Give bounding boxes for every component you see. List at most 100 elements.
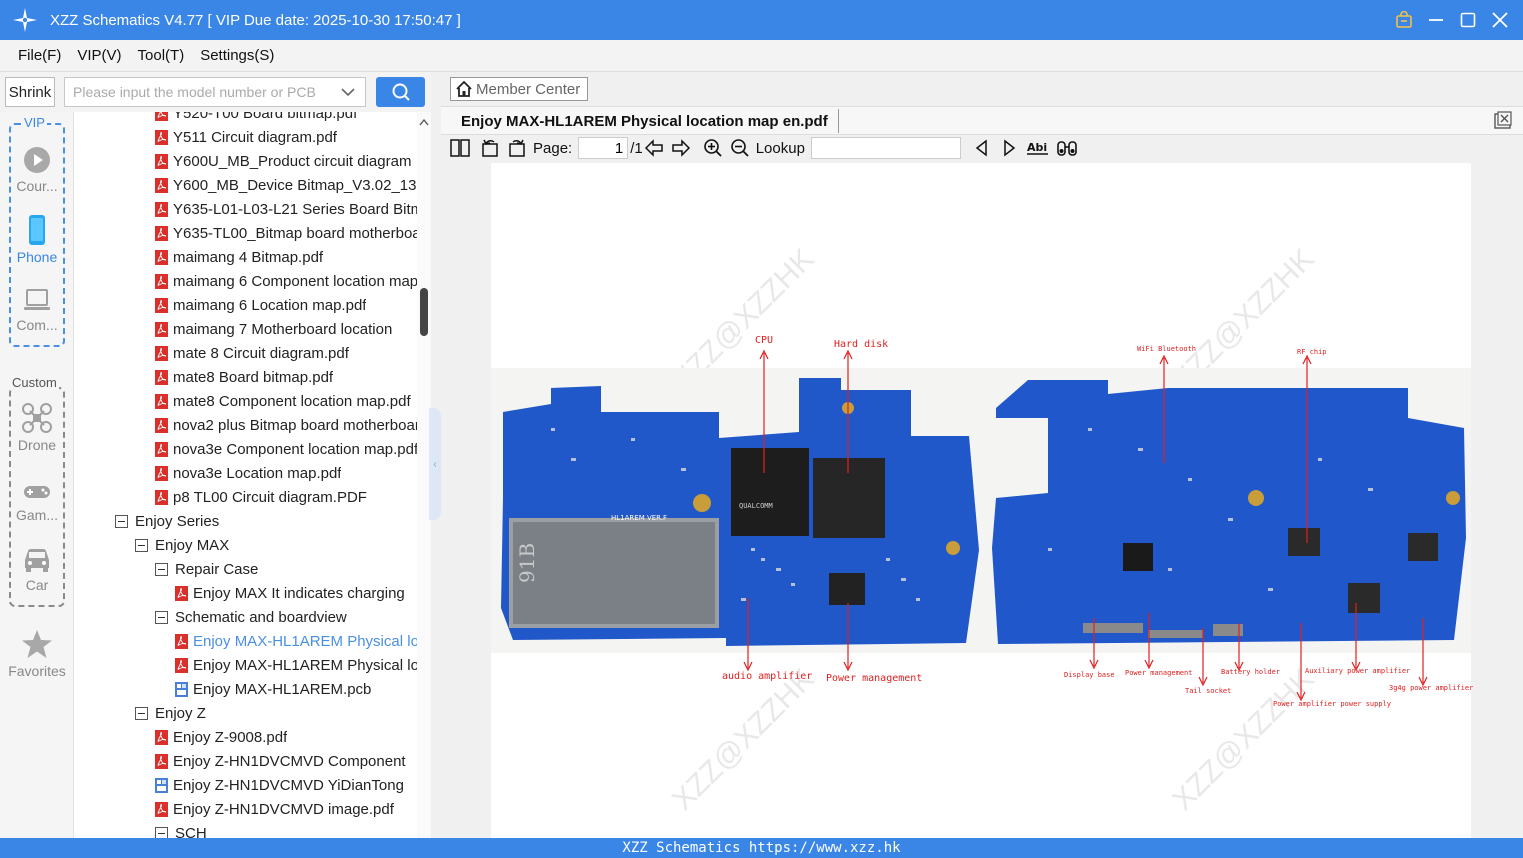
collapse-toggle-icon[interactable] (135, 706, 148, 720)
pdf-viewer[interactable]: XZZ@XZZHK XZZ@XZZHK XZZ@XZZHK XZZ@XZZHK … (441, 161, 1523, 838)
tree-item-label: Y511 Circuit diagram.pdf (173, 128, 337, 146)
category-car[interactable]: Car (0, 544, 74, 593)
category-favorites[interactable]: Favorites (0, 628, 74, 679)
window-title: XZZ Schematics V4.77 [ VIP Due date: 202… (50, 11, 461, 29)
tree-file[interactable]: Enjoy MAX-HL1AREM.pcb (175, 677, 417, 701)
scroll-thumb[interactable] (420, 288, 428, 336)
tree-file[interactable]: mate8 Component location map.pdf (155, 389, 417, 413)
callout-label: 3g4g power amplifier (1389, 684, 1474, 692)
drone-icon (22, 403, 52, 433)
menu-tool[interactable]: Tool(T) (137, 47, 185, 64)
tree-item-label: Enjoy MAX It indicates charging (193, 584, 405, 602)
rotate-left-icon[interactable] (479, 137, 501, 159)
page-label: Page: (533, 139, 573, 157)
rotate-right-icon[interactable] (506, 137, 528, 159)
tree-file[interactable]: Enjoy Z-HN1DVCMVD YiDianTong (155, 773, 417, 797)
prev-page-icon[interactable] (643, 137, 665, 159)
collapse-toggle-icon[interactable] (155, 610, 168, 624)
lookup-input[interactable] (810, 137, 961, 159)
two-page-view-icon[interactable] (449, 137, 471, 159)
binoculars-icon[interactable] (1056, 137, 1078, 159)
shrink-button[interactable]: Shrink (5, 77, 55, 107)
tree-file[interactable]: Y600_MB_Device Bitmap_V3.02_131 (155, 173, 417, 197)
close-button[interactable] (1487, 7, 1513, 33)
tree-file[interactable]: p8 TL00 Circuit diagram.PDF (155, 485, 417, 509)
tree-scrollbar[interactable] (417, 112, 431, 838)
tree-file[interactable]: mate 8 Circuit diagram.pdf (155, 341, 417, 365)
lookup-label: Lookup (755, 139, 805, 157)
tree-folder[interactable]: Enjoy Z (135, 701, 417, 725)
close-tab-icon[interactable] (1493, 111, 1513, 131)
tree-file[interactable]: Enjoy MAX It indicates charging (175, 581, 417, 605)
tree-file[interactable]: Enjoy MAX-HL1AREM Physical location map … (175, 629, 417, 653)
category-courses[interactable]: Cour... (0, 145, 74, 194)
category-computer[interactable]: Com... (0, 288, 74, 333)
match-case-icon[interactable]: Abi (1025, 137, 1051, 159)
tree-folder[interactable]: SCH (155, 821, 417, 838)
category-label: Favorites (8, 663, 66, 679)
tree-file[interactable]: Y635-L01-L03-L21 Series Board Bitmap (155, 197, 417, 221)
tree-file[interactable]: maimang 4 Bitmap.pdf (155, 245, 417, 269)
minimize-button[interactable] (1423, 7, 1449, 33)
callout-label: Display base (1064, 671, 1115, 679)
category-phone[interactable]: Phone (0, 214, 74, 265)
tree-file[interactable]: Y600U_MB_Product circuit diagram (155, 149, 417, 173)
find-next-icon[interactable] (998, 137, 1020, 159)
chevron-down-icon[interactable] (340, 84, 356, 100)
tree-file[interactable]: Enjoy Z-HN1DVCMVD Component (155, 749, 417, 773)
tree-file[interactable]: Y635-TL00_Bitmap board motherboard (155, 221, 417, 245)
search-row: Shrink (0, 72, 431, 112)
zoom-in-icon[interactable] (702, 137, 724, 159)
category-label: Drone (17, 437, 57, 453)
tree-folder[interactable]: Enjoy Series (115, 509, 417, 533)
tree-item-label: nova3e Location map.pdf (173, 464, 342, 482)
category-drone[interactable]: Drone (0, 402, 74, 453)
pdf-toolbar: Page: /1 Lookup Abi (441, 135, 1523, 161)
tree-file[interactable]: Enjoy Z-9008.pdf (155, 725, 417, 749)
tree-item-label: mate 8 Circuit diagram.pdf (173, 344, 349, 362)
svg-text:91B: 91B (515, 543, 539, 583)
tree-file[interactable]: maimang 6 Location map.pdf (155, 293, 417, 317)
zoom-out-icon[interactable] (729, 137, 751, 159)
search-input[interactable] (64, 77, 366, 107)
vip-bag-icon[interactable] (1391, 7, 1417, 33)
member-center-button[interactable]: Member Center (450, 77, 588, 101)
tree-file[interactable]: nova3e Component location map.pdf (155, 437, 417, 461)
category-label: Com... (16, 317, 58, 333)
menu-file[interactable]: File(F) (18, 47, 62, 64)
category-label: Cour... (16, 178, 58, 194)
panel-collapse-handle[interactable]: ‹ (429, 408, 441, 520)
tree-file[interactable]: nova2 plus Bitmap board motherboard (155, 413, 417, 437)
callout-label: Power management (1125, 669, 1193, 677)
tree-folder[interactable]: Repair Case (155, 557, 417, 581)
tree-folder[interactable]: Schematic and boardview (155, 605, 417, 629)
collapse-toggle-icon[interactable] (155, 826, 168, 838)
document-tab[interactable]: Enjoy MAX-HL1AREM Physical location map … (451, 109, 839, 133)
tree-folder[interactable]: Enjoy MAX (135, 533, 417, 557)
tree-item-label: Y635-L01-L03-L21 Series Board Bitmap (173, 200, 417, 218)
find-prev-icon[interactable] (971, 137, 993, 159)
tree-item-label: nova3e Component location map.pdf (173, 440, 417, 458)
collapse-toggle-icon[interactable] (135, 538, 148, 552)
category-games[interactable]: Gam... (0, 478, 74, 523)
tree-file[interactable]: Enjoy MAX-HL1AREM Physical location map.… (175, 653, 417, 677)
collapse-toggle-icon[interactable] (155, 562, 168, 576)
chevron-up-icon[interactable] (419, 118, 429, 126)
pdf-file-icon (155, 753, 168, 769)
collapse-toggle-icon[interactable] (115, 514, 128, 528)
tree-file[interactable]: nova3e Location map.pdf (155, 461, 417, 485)
tree-file[interactable]: maimang 7 Motherboard location (155, 317, 417, 341)
tree-file[interactable]: maimang 6 Component location map (155, 269, 417, 293)
menu-vip[interactable]: VIP(V) (77, 47, 122, 64)
tree-file[interactable]: mate8 Board bitmap.pdf (155, 365, 417, 389)
search-button[interactable] (376, 77, 425, 107)
maximize-button[interactable] (1455, 7, 1481, 33)
page-number-input[interactable] (578, 137, 629, 159)
tree-file[interactable]: Y511 Circuit diagram.pdf (155, 125, 417, 149)
pdf-file-icon (155, 801, 168, 817)
tree-item-label: Enjoy Z-HN1DVCMVD image.pdf (173, 800, 394, 818)
tree-file[interactable]: Enjoy Z-HN1DVCMVD image.pdf (155, 797, 417, 821)
menu-settings[interactable]: Settings(S) (200, 47, 275, 64)
tree-file[interactable]: Y520-T00 Board bitmap.pdf (155, 112, 417, 125)
next-page-icon[interactable] (670, 137, 692, 159)
